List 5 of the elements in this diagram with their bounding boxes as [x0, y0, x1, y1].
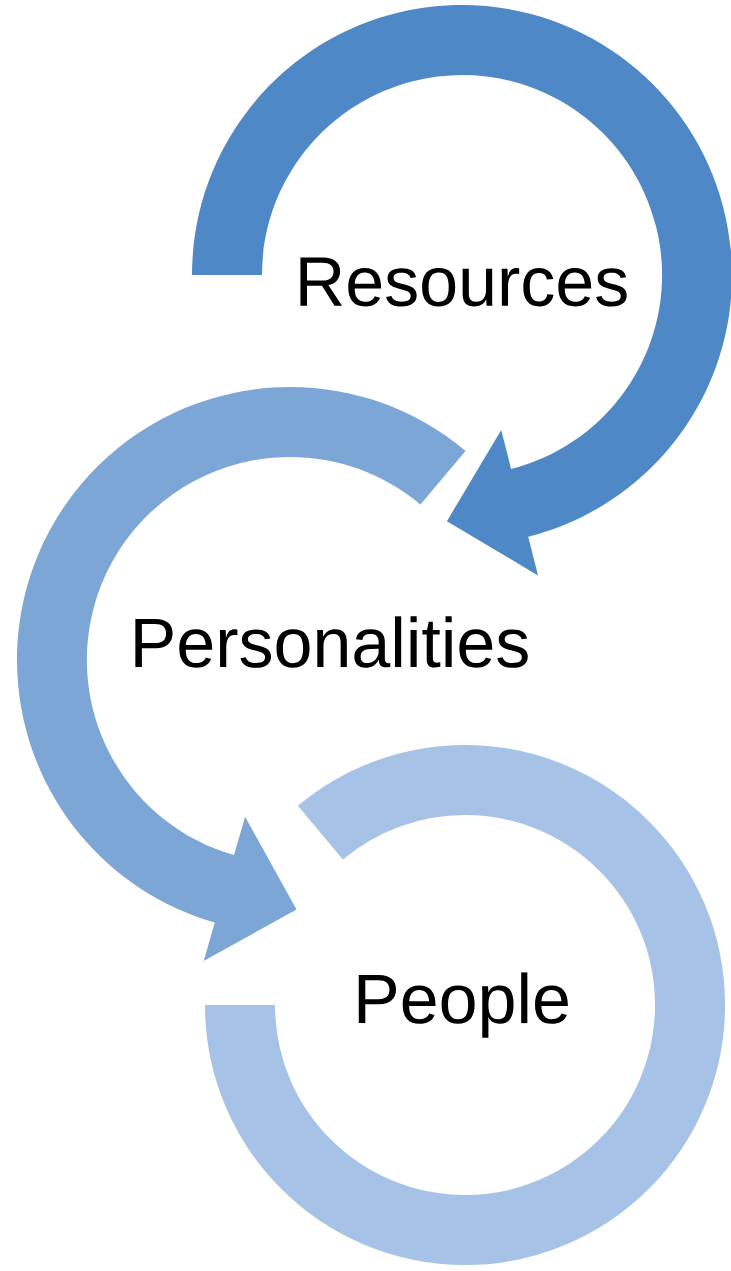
curved-arrow [17, 387, 466, 961]
step-label: Resources [300, 257, 627, 307]
step-label: People [358, 972, 568, 1038]
curved-arrow [192, 5, 731, 576]
step-label: Personalities [135, 616, 528, 668]
